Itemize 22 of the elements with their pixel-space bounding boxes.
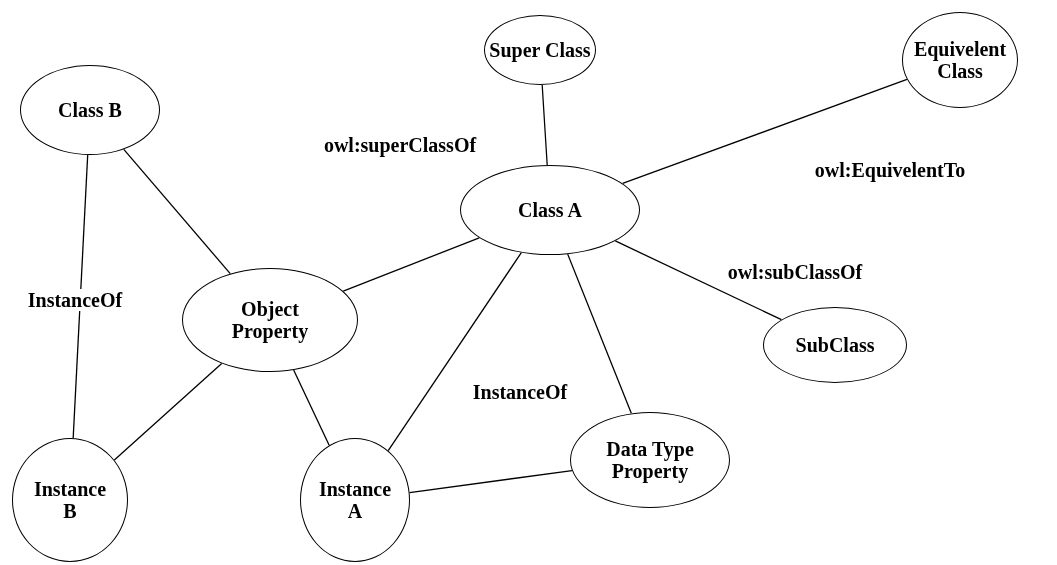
node-label: Instance B bbox=[32, 478, 108, 522]
connector-line bbox=[567, 253, 632, 414]
node-label: Class A bbox=[518, 199, 582, 221]
edge-label: owl:superClassOf bbox=[321, 134, 479, 156]
connector-line bbox=[541, 84, 548, 166]
connector-line bbox=[622, 78, 908, 185]
connector-line bbox=[387, 252, 522, 452]
connector-line bbox=[123, 148, 231, 275]
node-label: Instance A bbox=[317, 478, 393, 522]
node-label: Data Type Property bbox=[605, 438, 695, 482]
connector-line bbox=[408, 469, 573, 494]
connector-line bbox=[342, 237, 480, 292]
node-label: Super Class bbox=[489, 39, 591, 61]
edge-label: owl:EquivelentTo bbox=[812, 159, 968, 181]
connector-line bbox=[72, 154, 89, 439]
connector-line bbox=[614, 240, 783, 321]
node-label: Equivelent Class bbox=[912, 38, 1008, 82]
connector-line bbox=[113, 362, 223, 461]
edge-label: InstanceOf bbox=[25, 289, 125, 311]
node-label: Class B bbox=[58, 99, 122, 121]
node-label: SubClass bbox=[795, 334, 875, 356]
node-label: Object Property bbox=[230, 298, 310, 342]
